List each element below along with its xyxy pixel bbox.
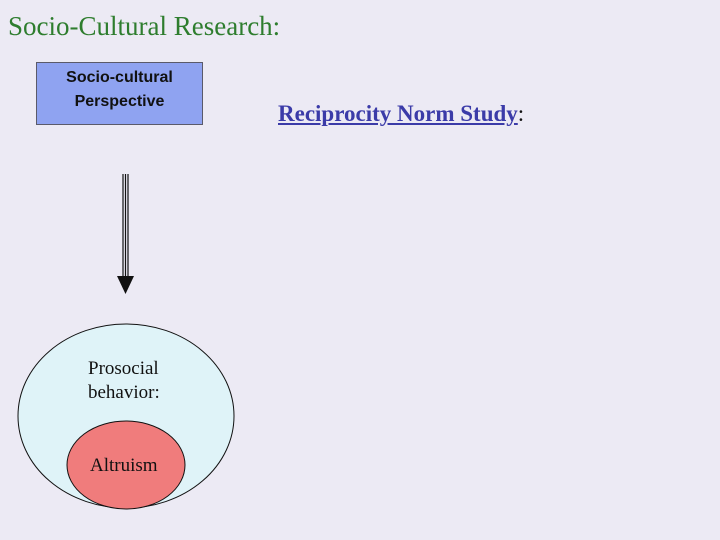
reciprocity-study-heading: Reciprocity Norm Study: (278, 101, 524, 127)
socio-cultural-perspective-box: Socio-cultural Perspective (36, 62, 203, 125)
altruism-label: Altruism (90, 455, 158, 476)
down-arrow-icon (117, 174, 134, 294)
prosocial-behavior-label: Prosocial behavior: (88, 358, 160, 403)
altruism-circle (66, 420, 186, 510)
slide-title: Socio-Cultural Research: (8, 11, 281, 41)
reciprocity-norm-study-link[interactable]: Reciprocity Norm Study (278, 101, 518, 126)
study-colon: : (517, 101, 525, 126)
perspective-box-label: Socio-cultural Perspective (66, 68, 173, 110)
